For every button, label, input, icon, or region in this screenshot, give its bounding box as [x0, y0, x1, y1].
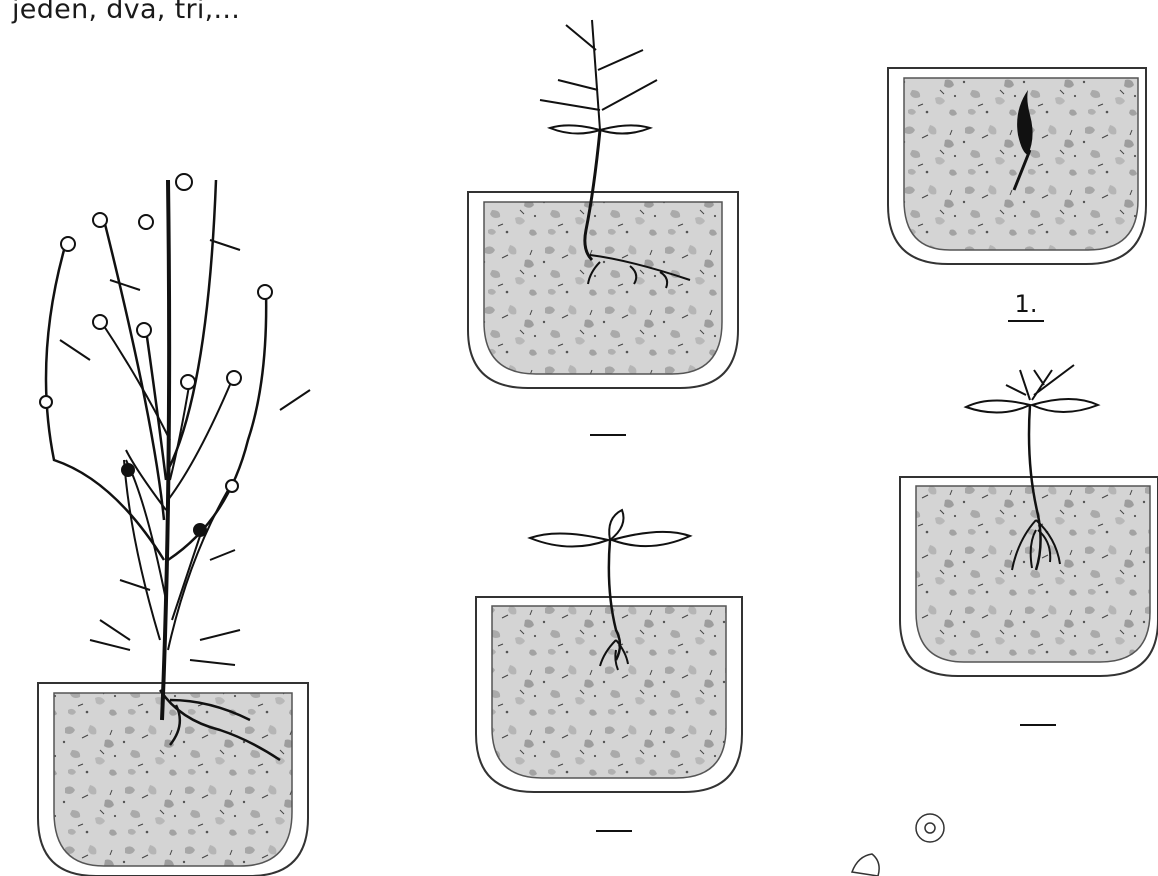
- pot-flowering: [38, 174, 310, 876]
- pot-seedling-small: [476, 510, 742, 792]
- pot-seedling-tall: [468, 20, 738, 388]
- pot-seedling-leaves: [900, 365, 1158, 676]
- label-pot-seedling-tall: [578, 412, 638, 436]
- label-pot-seed: 1.: [996, 290, 1056, 322]
- pot-seed: [888, 68, 1146, 264]
- label-pot-seedling-leaves: [1008, 702, 1068, 726]
- small-flowers: [852, 814, 944, 876]
- label-pot-seed-text: 1.: [1015, 290, 1038, 318]
- label-pot-seedling-small: [584, 808, 644, 832]
